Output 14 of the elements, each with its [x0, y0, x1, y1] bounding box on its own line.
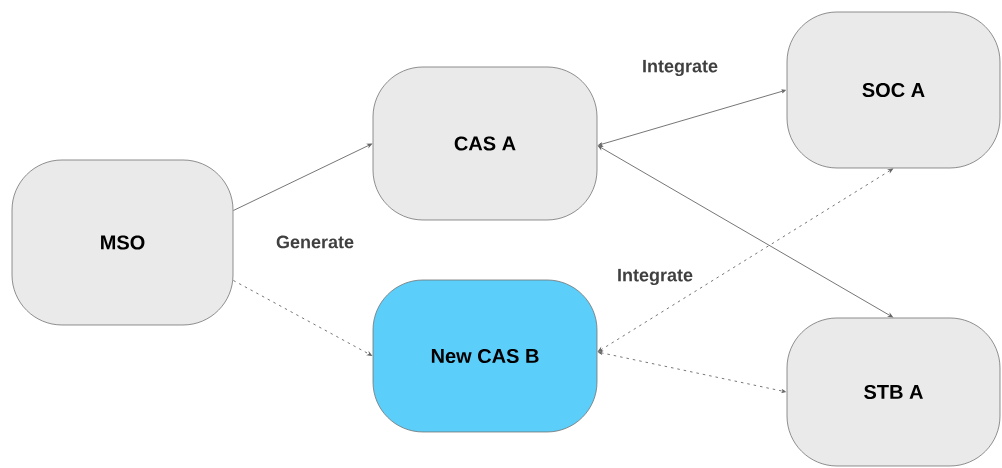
arrow: [232, 280, 373, 356]
arrow: [597, 145, 893, 318]
rounded-box: SOC A: [786, 11, 1001, 169]
action-label: Generate: [275, 234, 355, 250]
action-label: Integrate: [616, 267, 694, 287]
rounded-box: New CAS B: [372, 279, 598, 433]
rounded-box: STB A: [786, 317, 1001, 467]
arrow: [597, 168, 893, 352]
arrow: [598, 351, 786, 393]
rounded-box: CAS A: [372, 66, 598, 221]
rounded-box: MSO: [11, 159, 234, 326]
arrow: [232, 143, 372, 211]
action-label: Integrate: [641, 58, 719, 78]
arrow: [598, 89, 786, 147]
